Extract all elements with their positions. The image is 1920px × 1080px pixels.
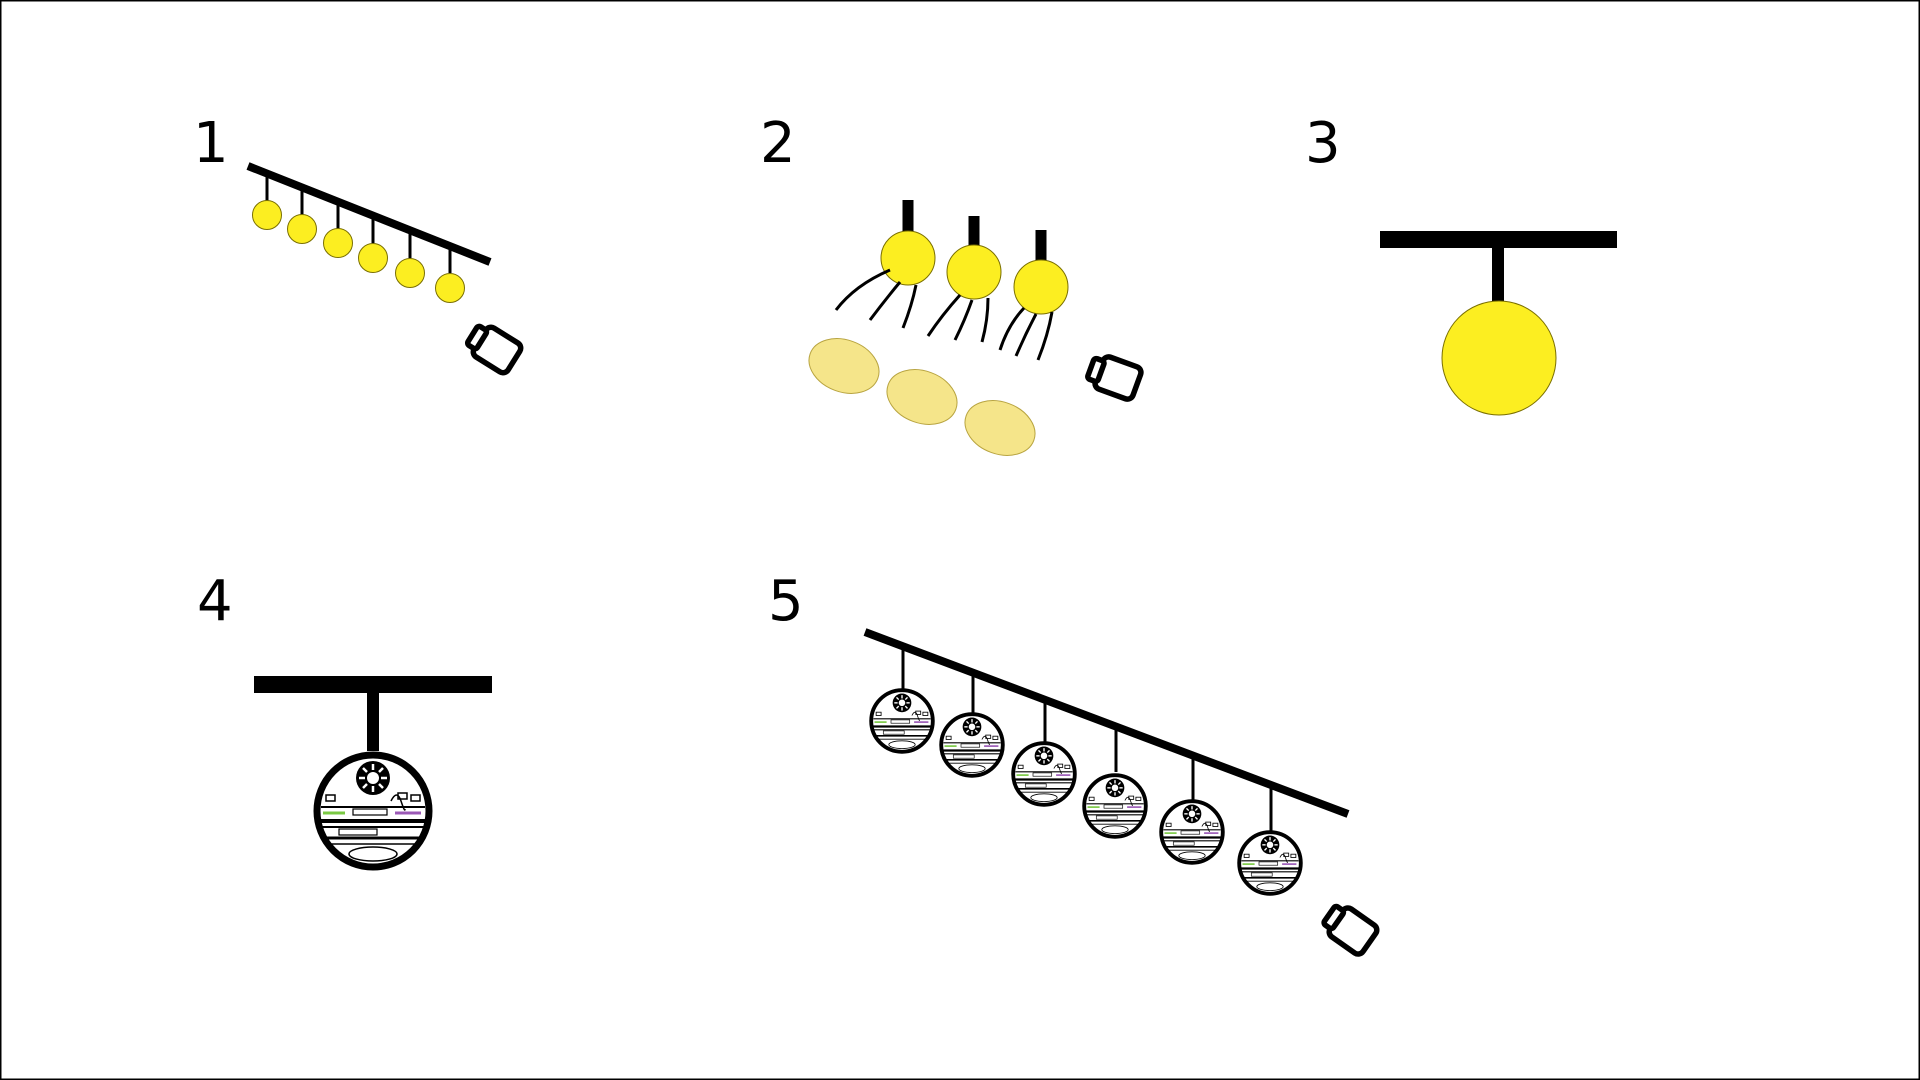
light-spot [886, 369, 958, 425]
ceiling-bar [254, 676, 492, 693]
bulb-group [252, 175, 465, 303]
panel-number-4: 4 [197, 569, 233, 634]
sensor-pod-group [869, 646, 1303, 896]
light-rays [834, 268, 1054, 361]
panel-number-3: 3 [1305, 111, 1341, 176]
sensor-pod-icon [1011, 741, 1077, 807]
panel-5: 5 [768, 569, 1379, 956]
bulb-icon [395, 258, 425, 288]
bulb-icon [1013, 259, 1069, 315]
pendant-stem [367, 691, 379, 751]
panel-4: 4 [197, 569, 492, 867]
bulb-icon [1441, 300, 1557, 416]
panel-number-5: 5 [768, 569, 804, 634]
bulb-icon [880, 230, 936, 286]
sensor-pod-icon [1082, 773, 1148, 839]
sensor-pod-icon [869, 688, 935, 754]
bulb-icon [287, 214, 317, 244]
panel-number-2: 2 [760, 111, 796, 176]
pendant-stem [1492, 246, 1504, 304]
camera-icon [1319, 900, 1379, 956]
sensor-pod-icon [317, 755, 429, 867]
sensor-pod-icon [939, 712, 1005, 778]
panel-number-1: 1 [193, 111, 229, 176]
ceiling-bar [1380, 231, 1617, 248]
bulb-icon [435, 273, 465, 303]
panel-2: 2 [760, 111, 1143, 456]
panel-3: 3 [1305, 111, 1617, 416]
panel-1: 1 [193, 111, 523, 375]
sensor-pod-icon [1159, 799, 1225, 865]
camera-icon [1085, 352, 1143, 401]
rail [863, 628, 1350, 818]
light-spot [964, 400, 1036, 456]
bulb-icon [946, 244, 1002, 300]
light-spot [808, 338, 880, 394]
sensor-pod-icon [1237, 830, 1303, 896]
bulb-icon [252, 200, 282, 230]
bulb-icon [323, 228, 353, 258]
camera-icon [463, 320, 523, 375]
bulb-icon [358, 243, 388, 273]
